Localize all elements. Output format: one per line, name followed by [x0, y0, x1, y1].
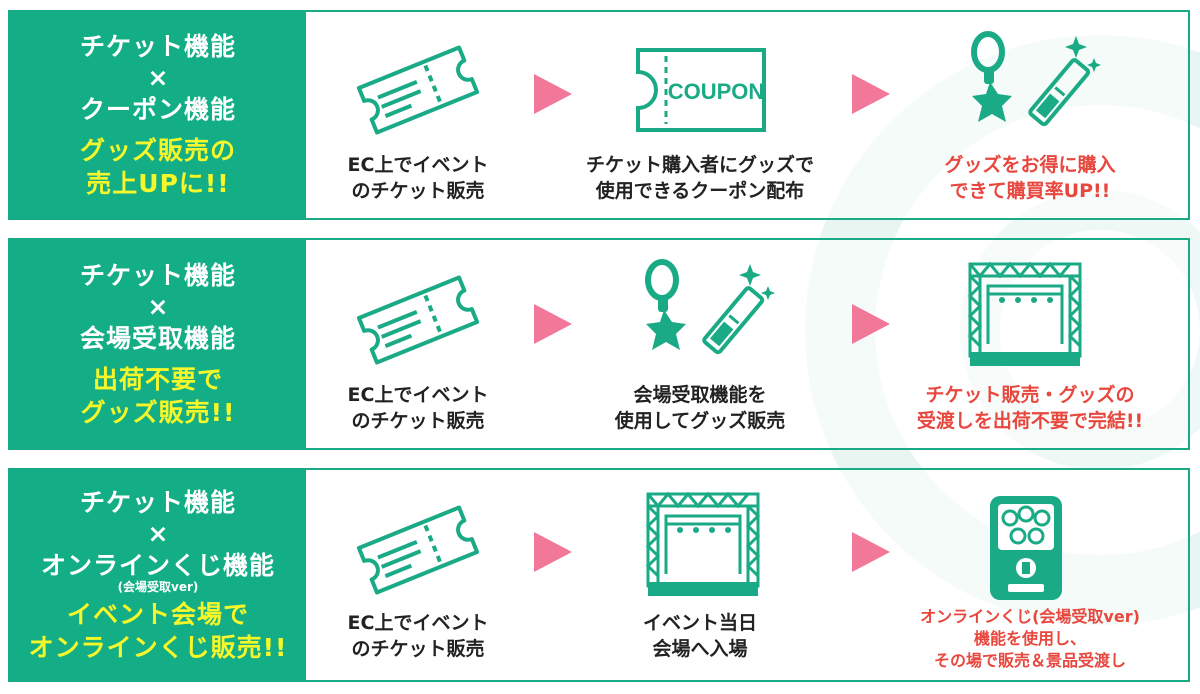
gacha-icon	[990, 496, 1062, 600]
stage-icon	[967, 261, 1083, 366]
feature-panel: チケット機能 × オンラインくじ機能 (会場受取ver) イベント会場で オンラ…	[10, 470, 306, 680]
highlight-line-1: 出荷不要で	[92, 365, 223, 394]
flow-area: EC上でイベント のチケット販売 会場受取機能を 使用してグッズ販売	[306, 240, 1188, 448]
row-ticket-venue-pickup: チケット機能 × 会場受取機能 出荷不要で グッズ販売!! EC上でイベント の…	[8, 238, 1190, 450]
highlight-line-2: 売上UPに!!	[86, 169, 230, 198]
arrow-icon	[534, 532, 572, 572]
step-caption: EC上でイベント のチケット販売	[347, 384, 489, 432]
stage-icon	[645, 491, 761, 596]
step-result-caption: オンラインくじ(会場受取ver) 機能を使用し、 その場で販売＆景品受渡し	[920, 607, 1140, 670]
highlight-line-1: グッズ販売の	[79, 136, 236, 165]
highlight-line-1: イベント会場で	[66, 600, 249, 629]
step-caption: チケット購入者にグッズで 使用できるクーポン配布	[585, 154, 814, 202]
feature-cross: ×	[147, 63, 169, 92]
feature-highlight: グッズ販売の 売上UPに!!	[80, 134, 236, 200]
goods-icon	[971, 31, 1101, 127]
coupon-label: COUPON	[668, 79, 765, 104]
feature-highlight: イベント会場で オンラインくじ販売!!	[29, 598, 288, 664]
feature-panel: チケット機能 × 会場受取機能 出荷不要で グッズ販売!!	[10, 240, 306, 448]
step-caption: EC上でイベント のチケット販売	[347, 154, 489, 202]
row-ticket-coupon: チケット機能 × クーポン機能 グッズ販売の 売上UPに!! EC上でイベント …	[8, 10, 1190, 220]
feature-highlight: 出荷不要で グッズ販売!!	[81, 363, 236, 429]
highlight-line-2: グッズ販売!!	[80, 398, 236, 427]
arrow-icon	[534, 74, 572, 114]
arrow-icon	[852, 304, 890, 344]
flow-area: EC上でイベント のチケット販売 イベント当日 会場へ入場	[306, 470, 1188, 680]
ticket-icon	[356, 275, 480, 365]
ticket-icon	[356, 505, 480, 595]
feature-title-2: オンラインくじ機能	[40, 551, 275, 580]
feature-cross: ×	[147, 519, 169, 548]
arrow-icon	[852, 532, 890, 572]
flow-area: EC上でイベント のチケット販売 COUPON チケット購入者にグッズで 使用で…	[306, 12, 1188, 218]
feature-title-2: 会場受取機能	[79, 324, 236, 353]
goods-icon	[645, 259, 775, 355]
arrow-icon	[852, 74, 890, 114]
step-caption: イベント当日 会場へ入場	[642, 612, 757, 660]
coupon-icon: COUPON	[636, 48, 766, 132]
step-caption: EC上でイベント のチケット販売	[347, 612, 489, 660]
step-caption: 会場受取機能を 使用してグッズ販売	[614, 384, 786, 432]
feature-title-1: チケット機能	[79, 261, 236, 290]
feature-panel: チケット機能 × クーポン機能 グッズ販売の 売上UPに!!	[10, 12, 306, 218]
row-ticket-online-lottery: チケット機能 × オンラインくじ機能 (会場受取ver) イベント会場で オンラ…	[8, 468, 1190, 682]
highlight-line-2: オンラインくじ販売!!	[28, 633, 288, 662]
feature-title-2: クーポン機能	[79, 95, 236, 124]
step-result-caption: グッズをお得に購入 できて購買率UP!!	[944, 154, 1116, 202]
ticket-icon	[356, 45, 480, 135]
step-result-caption: チケット販売・グッズの 受渡しを出荷不要で完結!!	[916, 384, 1144, 432]
arrow-icon	[534, 304, 572, 344]
feature-title-1: チケット機能	[79, 32, 236, 61]
feature-subtitle: (会場受取ver)	[117, 580, 199, 594]
feature-cross: ×	[147, 292, 169, 321]
feature-title-1: チケット機能	[79, 488, 236, 517]
